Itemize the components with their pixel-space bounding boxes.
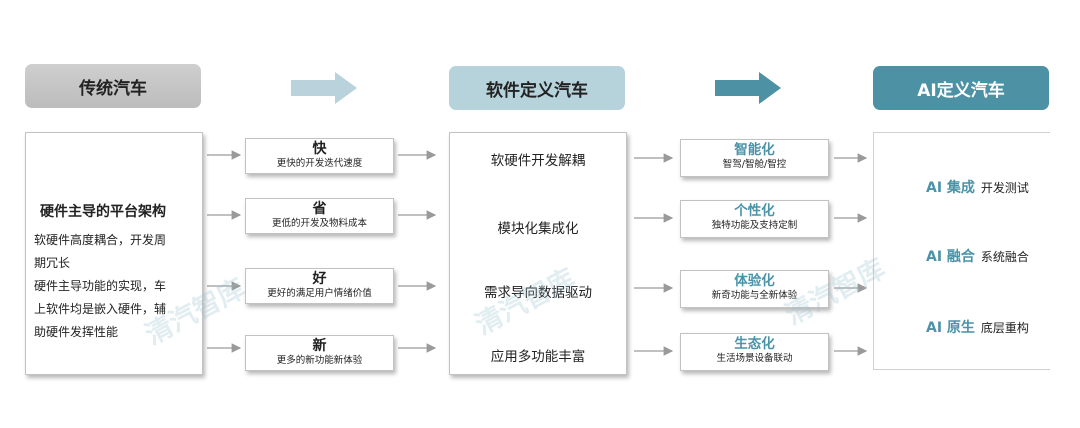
ai-defined-box: AI 集成开发测试 AI 融合系统融合 AI 原生底层重构 <box>873 132 1050 370</box>
trend-desc: 生活场景设备联动 <box>716 353 793 364</box>
feature-desc: 更快的开发迭代速度 <box>276 158 363 169</box>
trend-desc: 新奇功能与全新体验 <box>711 290 798 301</box>
ai-desc: 开发测试 <box>980 181 1029 195</box>
ai-desc: 底层重构 <box>980 321 1029 335</box>
software-defined-item: 需求导向数据驱动 <box>484 285 592 301</box>
feature-title: 省 <box>312 201 327 217</box>
trend-box-experiential: 体验化 新奇功能与全新体验 <box>680 270 829 308</box>
traditional-title: 硬件主导的平台架构 <box>40 204 166 220</box>
trend-box-personalized: 个性化 独特功能及支持定制 <box>680 200 829 238</box>
feature-box-fast: 快 更快的开发迭代速度 <box>245 138 394 174</box>
software-defined-item: 应用多功能丰富 <box>490 349 586 365</box>
software-defined-item: 软硬件开发解耦 <box>490 153 586 169</box>
traditional-description: 软硬件高度耦合，开发周 期冗长 硬件主导功能的实现，车 上软件均是嵌入硬件，辅 … <box>34 229 198 344</box>
traditional-line: 软硬件高度耦合，开发周 <box>34 233 167 247</box>
trend-title: 体验化 <box>734 273 775 289</box>
traditional-line: 助硬件发挥性能 <box>34 325 119 339</box>
dark-arrow-icon <box>715 72 781 104</box>
feature-title: 好 <box>312 271 327 287</box>
feature-title: 新 <box>312 338 327 354</box>
software-defined-item: 模块化集成化 <box>497 221 579 237</box>
feature-box-good: 好 更好的满足用户情绪价值 <box>245 268 394 304</box>
trend-box-intelligent: 智能化 智驾/智舱/智控 <box>680 139 829 177</box>
ai-row-integration: AI 集成开发测试 <box>926 177 1029 197</box>
trend-desc: 智驾/智舱/智控 <box>722 159 787 170</box>
ai-row-fusion: AI 融合系统融合 <box>926 246 1029 266</box>
ai-tag: AI 原生 <box>926 320 975 336</box>
trend-title: 个性化 <box>734 203 775 219</box>
header-ai-defined-car: AI定义汽车 <box>873 66 1049 110</box>
header-traditional-car: 传统汽车 <box>25 64 201 108</box>
trend-box-ecosystem: 生态化 生活场景设备联动 <box>680 333 829 371</box>
trend-title: 智能化 <box>734 142 775 158</box>
feature-title: 快 <box>312 141 327 157</box>
feature-box-save: 省 更低的开发及物料成本 <box>245 198 394 234</box>
traditional-car-box: 硬件主导的平台架构 软硬件高度耦合，开发周 期冗长 硬件主导功能的实现，车 上软… <box>25 132 203 375</box>
traditional-line: 期冗长 <box>34 256 71 270</box>
feature-box-new: 新 更多的新功能新体验 <box>245 335 394 371</box>
trend-title: 生态化 <box>734 336 775 352</box>
traditional-line: 硬件主导功能的实现，车 <box>34 279 167 293</box>
trend-desc: 独特功能及支持定制 <box>711 220 798 231</box>
ai-desc: 系统融合 <box>980 250 1029 264</box>
software-defined-box: 软硬件开发解耦 模块化集成化 需求导向数据驱动 应用多功能丰富 <box>449 132 627 375</box>
ai-tag: AI 融合 <box>926 249 975 265</box>
light-arrow-icon <box>291 72 357 104</box>
header-software-defined-car: 软件定义汽车 <box>449 66 625 110</box>
feature-desc: 更多的新功能新体验 <box>276 355 363 366</box>
traditional-line: 上软件均是嵌入硬件，辅 <box>34 302 167 316</box>
ai-tag: AI 集成 <box>926 180 975 196</box>
feature-desc: 更低的开发及物料成本 <box>271 218 367 229</box>
feature-desc: 更好的满足用户情绪价值 <box>267 288 372 299</box>
ai-row-native: AI 原生底层重构 <box>926 317 1029 337</box>
